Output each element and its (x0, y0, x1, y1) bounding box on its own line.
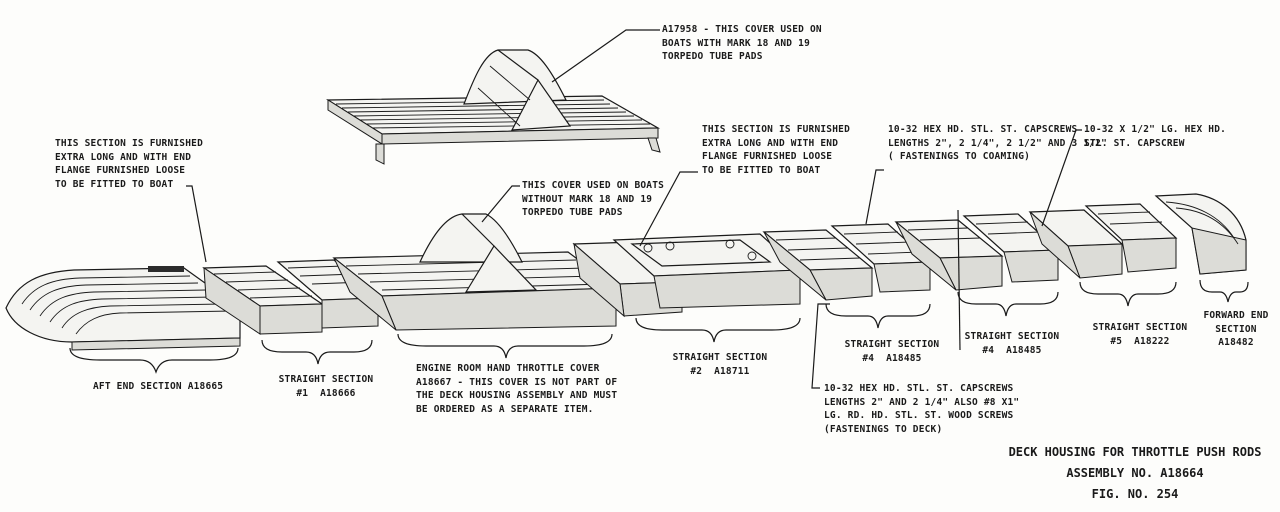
label-straight-section-4b: STRAIGHT SECTION #4 A18485 (964, 331, 1060, 356)
label-straight-section-5: STRAIGHT SECTION #5 A18222 (1092, 322, 1188, 347)
straight-section-2-illustration (572, 233, 802, 318)
callout-coaming-fasteners: 10-32 HEX HD. STL. ST. CAPSCREWS LENGTHS… (888, 124, 1108, 162)
section-braces (69, 279, 1249, 374)
callout-hex-capscrew: 10-32 X 1/2" LG. HEX HD. STL. ST. CAPSCR… (1084, 124, 1227, 149)
label-straight-section-2: STRAIGHT SECTION #2 A18711 (672, 352, 768, 377)
label-straight-section-1: STRAIGHT SECTION #1 A18666 (278, 374, 374, 399)
callout-deck-fasteners: 10-32 HEX HD. STL. ST. CAPSCREWS LENGTHS… (824, 383, 1020, 435)
callout-aft-long-section: THIS SECTION IS FURNISHED EXTRA LONG AND… (55, 138, 203, 190)
label-straight-section-4a: STRAIGHT SECTION #4 A18485 (844, 339, 940, 364)
straight-section-5-illustration (1028, 203, 1178, 279)
aft-end-section-illustration (5, 266, 241, 351)
figure-title-line-1: DECK HOUSING FOR THROTTLE PUSH RODS (1008, 445, 1262, 459)
figure-title-line-2: ASSEMBLY NO. A18664 (1066, 466, 1204, 480)
callout-cover-without-pads: THIS COVER USED ON BOATS WITHOUT MARK 18… (522, 180, 665, 218)
forward-end-section-illustration (1154, 193, 1247, 275)
engine-room-cover-illustration (332, 213, 618, 331)
label-forward-end-section: FORWARD END SECTION A18482 (1203, 310, 1269, 348)
callout-mid-long-section: THIS SECTION IS FURNISHED EXTRA LONG AND… (702, 124, 850, 176)
straight-section-4b-illustration (894, 213, 1060, 291)
label-aft-end-section: AFT END SECTION A18665 (93, 381, 224, 392)
cover-a17958-illustration (325, 49, 661, 165)
leader-lines (186, 29, 1082, 389)
label-engine-room-cover: ENGINE ROOM HAND THROTTLE COVER A18667 -… (416, 363, 618, 415)
figure-title-line-3: FIG. NO. 254 (1091, 487, 1179, 501)
callout-cover-a17958: A17958 - THIS COVER USED ON BOATS WITH M… (662, 24, 822, 62)
